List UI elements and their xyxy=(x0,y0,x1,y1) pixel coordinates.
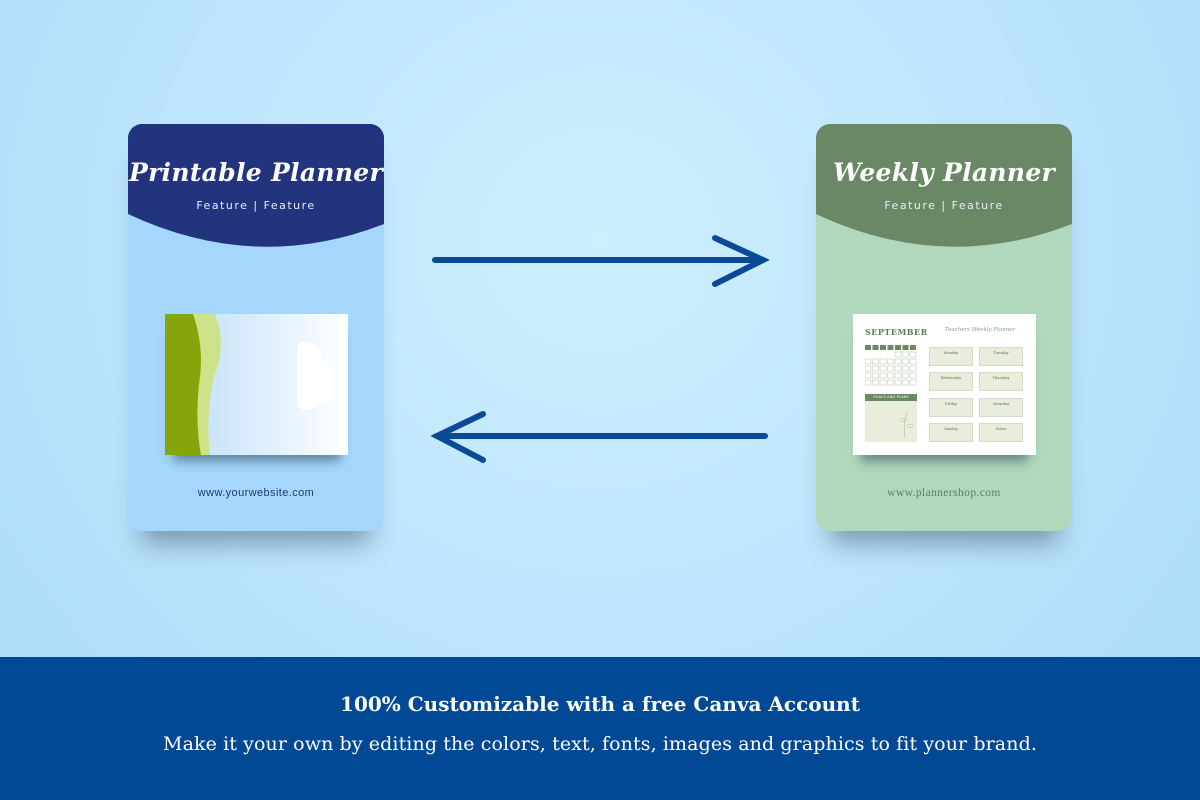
footer-description: Make it your own by editing the colors, … xyxy=(163,733,1037,755)
card-subtitle: Feature | Feature xyxy=(196,199,316,212)
day-box-tuesday: Tuesday xyxy=(979,347,1023,366)
day-box-thursday: Thursday xyxy=(979,372,1023,391)
day-box-monday: Monday xyxy=(929,347,973,366)
header-wave-shape xyxy=(816,124,1072,247)
goals-box: GOALS AND PLANS xyxy=(865,394,917,442)
printable-planner-card[interactable]: Printable Planner Feature | Feature www.… xyxy=(128,124,384,531)
left-arrow-icon xyxy=(430,411,768,463)
card-header xyxy=(128,124,384,254)
website-url: www.plannershop.com xyxy=(887,487,1001,499)
website-url: www.yourwebsite.com xyxy=(197,487,315,499)
mini-calendar xyxy=(865,345,917,386)
card-title: Weekly Planner xyxy=(832,158,1056,187)
card-title: Printable Planner xyxy=(128,158,383,187)
leaf-sketch-icon xyxy=(899,411,914,439)
day-box-sunday: Sunday xyxy=(929,423,973,442)
day-box-notes: Notes xyxy=(979,423,1023,442)
day-box-saturday: Saturday xyxy=(979,398,1023,417)
header-wave-shape xyxy=(128,124,384,247)
footer-title: 100% Customizable with a free Canva Acco… xyxy=(340,692,860,716)
card-header xyxy=(816,124,1072,254)
planner-heading: Teachers Weekly Planner xyxy=(944,327,1016,333)
swap-arrows xyxy=(430,235,770,463)
abstract-wave-image xyxy=(165,314,348,455)
planner-thumbnail: SEPTEMBER Teachers Weekly Planner xyxy=(853,314,1036,455)
goals-label: GOALS AND PLANS xyxy=(865,394,917,401)
day-box-friday: Friday xyxy=(929,398,973,417)
weekly-planner-card[interactable]: Weekly Planner Feature | Feature SEPTEMB… xyxy=(816,124,1072,531)
right-arrow-icon xyxy=(432,235,770,287)
footer-banner: 100% Customizable with a free Canva Acco… xyxy=(0,657,1200,800)
card-subtitle: Feature | Feature xyxy=(884,199,1004,212)
planner-month: SEPTEMBER xyxy=(865,327,928,337)
product-thumbnail xyxy=(165,314,348,455)
day-box-wednesday: Wednesday xyxy=(929,372,973,391)
